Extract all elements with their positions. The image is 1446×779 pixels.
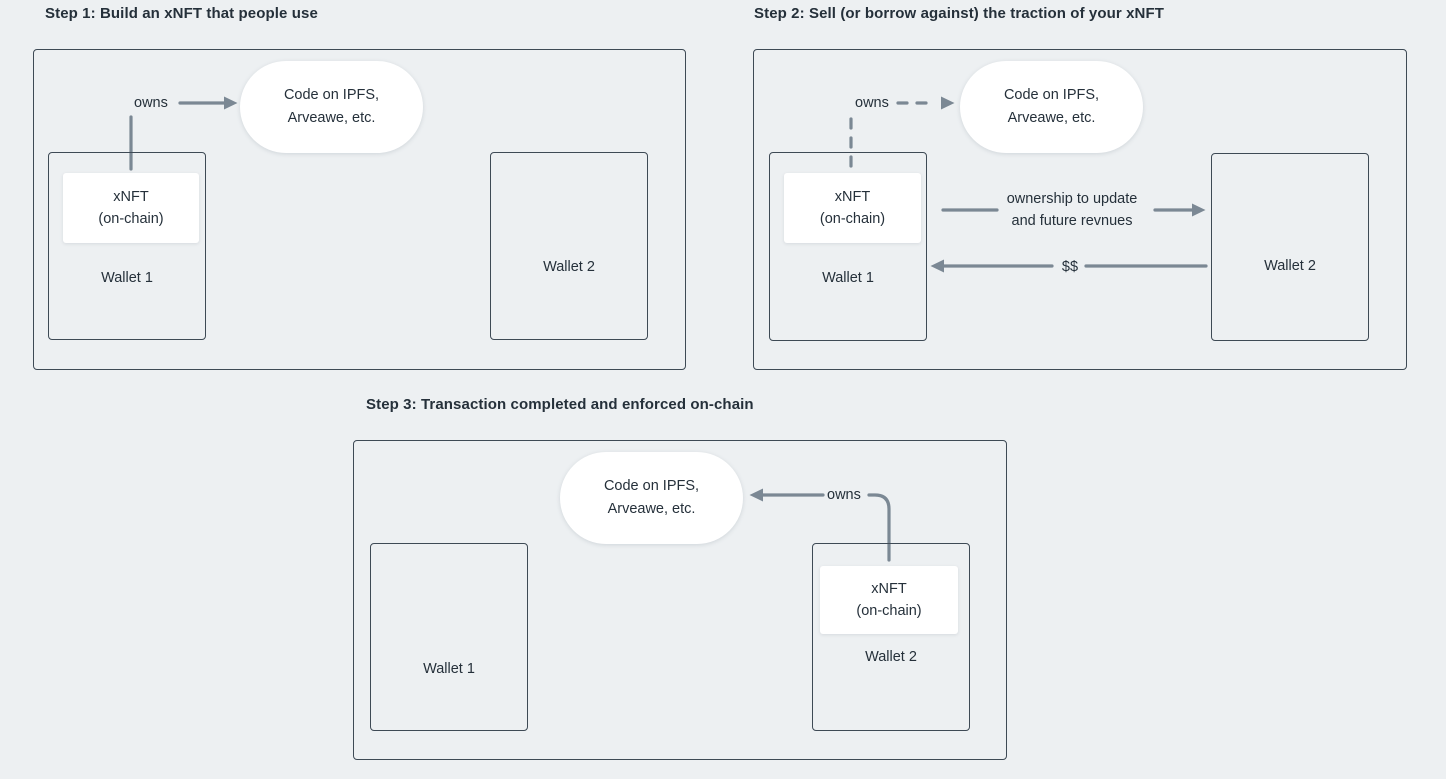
step3-wallet2-box — [812, 543, 970, 731]
step2-panel — [753, 49, 1407, 370]
step1-xnft-node: xNFT (on-chain) — [63, 173, 199, 243]
step1-cloud-line1: Code on IPFS, — [283, 87, 380, 103]
step1-wallet2-box — [490, 152, 648, 340]
step1-wallet2-label: Wallet 2 — [543, 259, 595, 275]
step2-cloud-line1: Code on IPFS, — [1003, 87, 1100, 103]
step3-wallet1-label: Wallet 1 — [423, 661, 475, 677]
step2-money-label: $$ — [1061, 259, 1079, 275]
step3-cloud-line2: Arveawe, etc. — [607, 501, 696, 517]
step1-title: Step 1: Build an xNFT that people use — [45, 5, 318, 22]
step1-cloud-node: Code on IPFS, Arveawe, etc. — [240, 61, 423, 153]
step3-cloud-node: Code on IPFS, Arveawe, etc. — [560, 452, 743, 544]
step1-panel — [33, 49, 686, 370]
step1-xnft-line2: (on-chain) — [98, 211, 164, 227]
step1-wallet1-label: Wallet 1 — [101, 270, 153, 286]
step2-wallet2-label: Wallet 2 — [1264, 258, 1316, 274]
step2-owns-label: owns — [855, 95, 889, 111]
step3-xnft-line2: (on-chain) — [856, 603, 922, 619]
step3-xnft-node: xNFT (on-chain) — [820, 566, 958, 634]
step3-xnft-line1: xNFT — [871, 581, 907, 597]
step2-ownership-line1: ownership to update — [1006, 191, 1138, 207]
step3-owns-label: owns — [827, 487, 861, 503]
step3-cloud-line1: Code on IPFS, — [603, 478, 700, 494]
step2-title: Step 2: Sell (or borrow against) the tra… — [754, 5, 1165, 22]
step2-xnft-line2: (on-chain) — [819, 211, 886, 227]
step2-wallet1-label: Wallet 1 — [822, 270, 874, 286]
step2-wallet1-box — [769, 152, 927, 341]
step1-xnft-line1: xNFT — [113, 189, 149, 205]
step2-ownership-label: ownership to update and future revnues — [990, 188, 1154, 232]
step1-cloud-line2: Arveawe, etc. — [287, 110, 376, 126]
step3-title: Step 3: Transaction completed and enforc… — [366, 396, 754, 413]
step3-wallet1-box — [370, 543, 528, 731]
step3-panel — [353, 440, 1007, 760]
step3-wallet2-label: Wallet 2 — [865, 649, 917, 665]
step1-owns-label: owns — [134, 95, 168, 111]
step2-cloud-node: Code on IPFS, Arveawe, etc. — [960, 61, 1143, 153]
step2-xnft-node: xNFT (on-chain) — [784, 173, 921, 243]
step2-xnft-line1: xNFT — [834, 189, 871, 205]
step2-wallet2-box — [1211, 153, 1369, 341]
step2-cloud-line2: Arveawe, etc. — [1007, 110, 1096, 126]
step2-ownership-line2: and future revnues — [1011, 213, 1133, 229]
step1-wallet1-box — [48, 152, 206, 340]
